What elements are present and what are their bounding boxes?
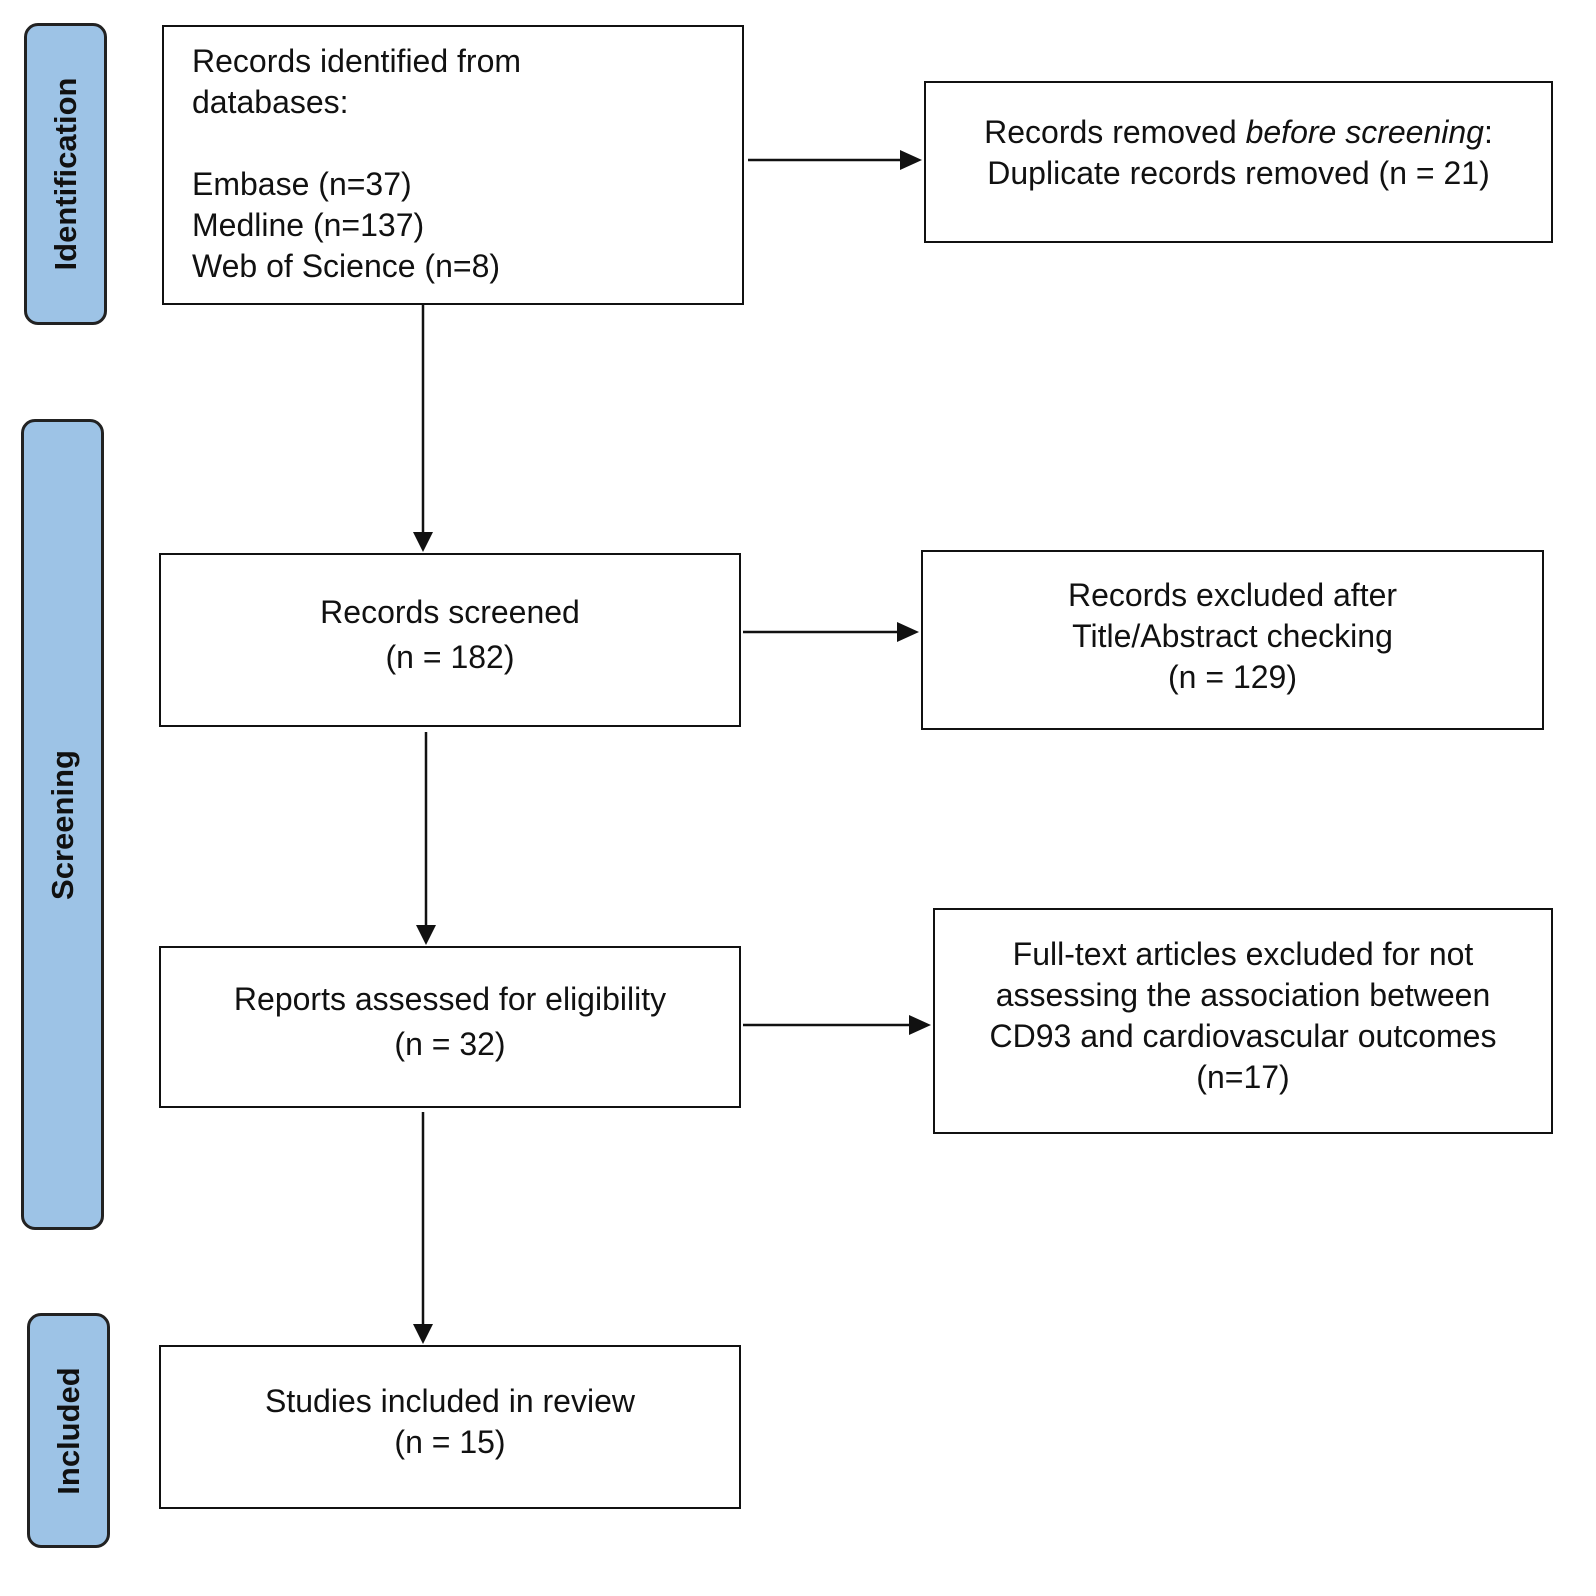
included-line1: Studies included in review bbox=[265, 1383, 635, 1419]
fulltext-line2: assessing the association between bbox=[995, 977, 1491, 1013]
excluded-line2: Title/Abstract checking bbox=[1072, 617, 1393, 654]
source-embase: Embase (n=37) bbox=[192, 166, 412, 202]
removed-prefix: Records removed bbox=[984, 114, 1246, 150]
fulltext-line4: (n=17) bbox=[1196, 1059, 1290, 1095]
arrowhead-right bbox=[897, 622, 919, 642]
identified-title-1: Records identified from bbox=[192, 43, 522, 79]
removed-italic: before screening bbox=[1245, 114, 1484, 150]
source-wos: Web of Science (n=8) bbox=[192, 248, 501, 284]
arrowhead-down bbox=[413, 532, 433, 552]
arrowhead-right bbox=[900, 150, 922, 170]
removed-line2: Duplicate records removed (n = 21) bbox=[987, 155, 1490, 191]
screened-line1: Records screened bbox=[320, 594, 580, 630]
included-line2: (n = 15) bbox=[394, 1424, 506, 1460]
arrowhead-right bbox=[909, 1015, 931, 1035]
records-screened-box: Records screened (n = 182) bbox=[159, 553, 741, 727]
stage-included: Included bbox=[27, 1313, 110, 1548]
assessed-line2: (n = 32) bbox=[394, 1026, 506, 1062]
arrowhead-down bbox=[416, 925, 436, 945]
records-identified-box: Records identified from databases: Embas… bbox=[162, 25, 744, 305]
assessed-line1: Reports assessed for eligibility bbox=[233, 981, 667, 1017]
reports-assessed-box: Reports assessed for eligibility (n = 32… bbox=[159, 946, 741, 1108]
stage-screening: Screening bbox=[21, 419, 104, 1230]
removed-suffix: : bbox=[1483, 114, 1493, 150]
source-medline: Medline (n=137) bbox=[192, 207, 425, 243]
excluded-line1: Records excluded after bbox=[1067, 576, 1398, 613]
excluded-line3: (n = 129) bbox=[1168, 658, 1297, 695]
records-excluded-box: Records excluded after Title/Abstract ch… bbox=[921, 550, 1544, 730]
stage-identification: Identification bbox=[24, 23, 107, 325]
studies-included-box: Studies included in review (n = 15) bbox=[159, 1345, 741, 1509]
fulltext-excluded-box: Full-text articles excluded for not asse… bbox=[933, 908, 1553, 1134]
identified-title-2: databases: bbox=[192, 84, 349, 120]
fulltext-line3: CD93 and cardiovascular outcomes bbox=[989, 1018, 1497, 1054]
records-removed-box: Records removed before screening: Duplic… bbox=[924, 81, 1553, 243]
fulltext-line1: Full-text articles excluded for not bbox=[1012, 936, 1474, 972]
screened-line2: (n = 182) bbox=[385, 639, 515, 675]
arrowhead-down bbox=[413, 1324, 433, 1344]
